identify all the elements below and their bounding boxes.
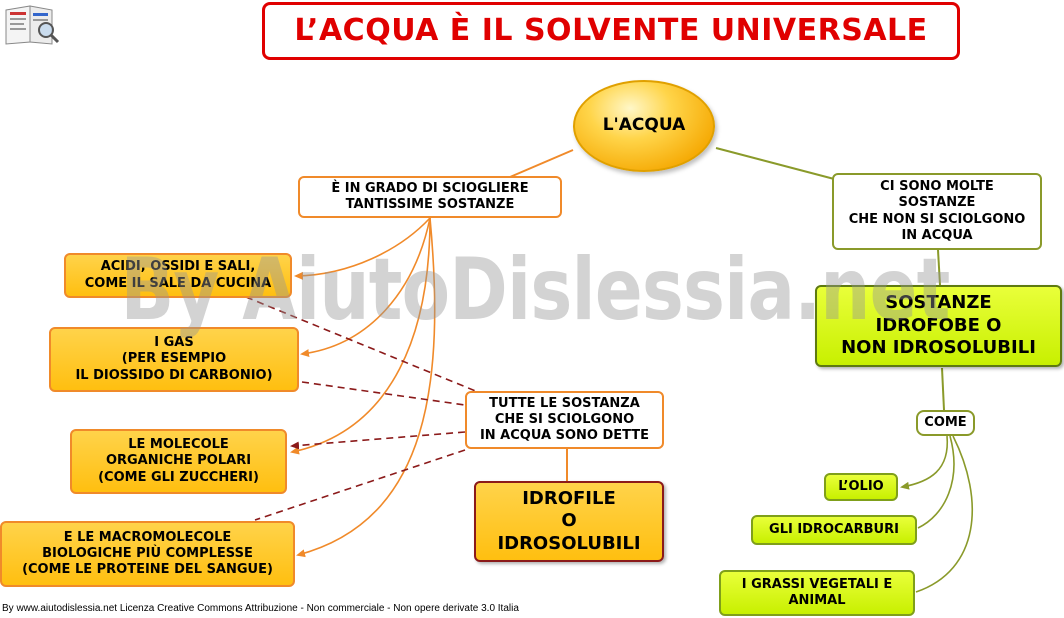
link-to-molecole bbox=[290, 217, 431, 455]
node-gas: I GAS (PER ESEMPIO IL DIOSSIDO DI CARBON… bbox=[49, 327, 299, 392]
dash-macro bbox=[254, 449, 466, 521]
link-to-macro bbox=[296, 217, 436, 558]
link-result-come bbox=[941, 367, 945, 411]
link-to-olio bbox=[900, 435, 949, 490]
node-molecole-organiche: LE MOLECOLE ORGANICHE POLARI (COME GLI Z… bbox=[70, 429, 287, 494]
dash-gas bbox=[301, 381, 466, 406]
node-acidi-ossidi-sali: ACIDI, OSSIDI E SALI, COME IL SALE DA CU… bbox=[64, 253, 292, 298]
license-footer: By www.aiutodislessia.net Licenza Creati… bbox=[2, 603, 519, 614]
link-to-grassi bbox=[915, 435, 974, 593]
center-node-acqua: L'ACQUA bbox=[573, 80, 715, 172]
dash-molecole bbox=[290, 431, 466, 450]
book-logo-icon bbox=[5, 5, 60, 45]
node-scioglie-sostanze: È IN GRADO DI SCIOGLIERE TANTISSIME SOST… bbox=[298, 176, 562, 218]
node-idrocarburi: GLI IDROCARBURI bbox=[751, 515, 917, 545]
node-sostanze-sciolgono: TUTTE LE SOSTANZA CHE SI SCIOLGONO IN AC… bbox=[465, 391, 664, 449]
page-title: L’ACQUA È IL SOLVENTE UNIVERSALE bbox=[262, 2, 960, 60]
node-non-si-sciolgono: CI SONO MOLTE SOSTANZE CHE NON SI SCIOLG… bbox=[832, 173, 1042, 250]
link-to-gas bbox=[300, 217, 431, 358]
dash-acidi bbox=[245, 296, 479, 393]
node-idrofobe: SOSTANZE IDROFOBE O NON IDROSOLUBILI bbox=[815, 285, 1062, 367]
link-to-acidi bbox=[294, 217, 431, 280]
link-center-right bbox=[715, 147, 839, 181]
link-center-left bbox=[509, 149, 574, 178]
node-idrofile: IDROFILE O IDROSOLUBILI bbox=[474, 481, 664, 562]
node-olio: L’OLIO bbox=[824, 473, 898, 501]
node-come: COME bbox=[916, 410, 975, 436]
link-rightparent-result bbox=[937, 249, 941, 286]
link-to-idrocarburi bbox=[917, 435, 955, 529]
node-grassi: I GRASSI VEGETALI E ANIMAL bbox=[719, 570, 915, 616]
node-macromolecole: E LE MACROMOLECOLE BIOLOGICHE PIÙ COMPLE… bbox=[0, 521, 295, 587]
